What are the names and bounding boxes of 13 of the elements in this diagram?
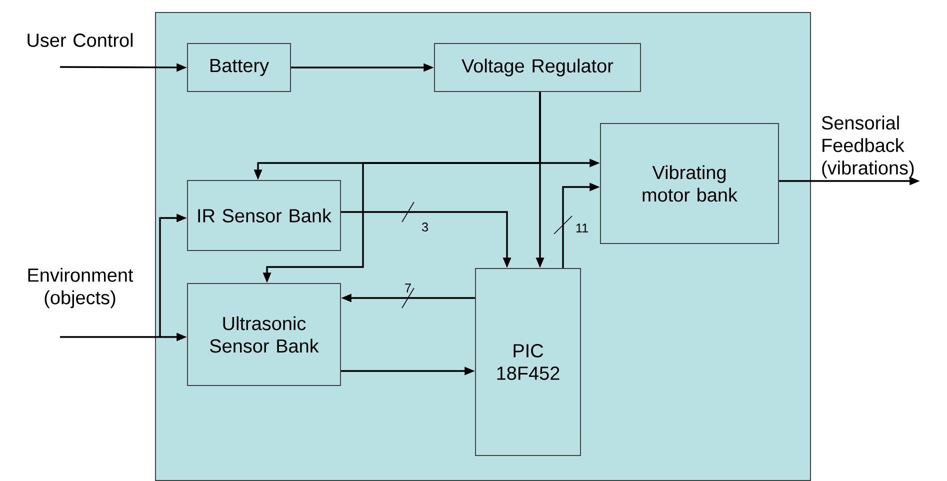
process-box: Ultrasonic Sensor Bank	[187, 283, 341, 386]
edge-label: Environment (objects)	[28, 268, 134, 308]
edge-label: 7	[405, 284, 411, 292]
panel-background	[155, 12, 811, 481]
process-box: IR Sensor Bank	[187, 180, 341, 251]
edge-label: 3	[422, 222, 428, 232]
edge-label: User Control	[28, 33, 132, 47]
process-box: Vibrating motor bank	[600, 123, 779, 244]
process-box: PIC 18F452	[475, 268, 581, 456]
edge-label: Sensorial Feedback (vibrations)	[822, 116, 914, 178]
process-box: Battery	[187, 43, 291, 92]
process-box: Voltage Regulator	[434, 43, 641, 92]
edge-label: 11	[576, 224, 588, 232]
